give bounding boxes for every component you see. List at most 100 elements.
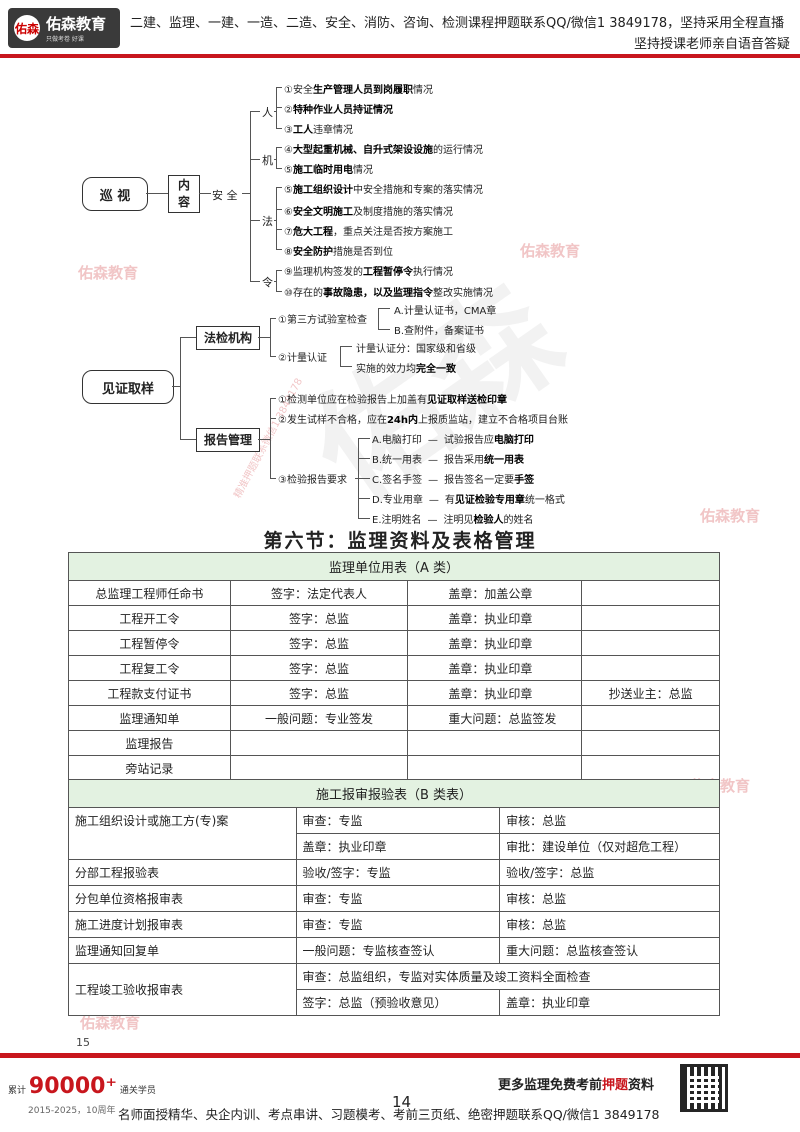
table-cell: 工程复工令 <box>68 655 231 681</box>
header-line-1: 二建、监理、一建、一造、二造、安全、消防、咨询、检测课程押题联系QQ/微信1 3… <box>130 16 785 31</box>
table-cell <box>581 605 720 631</box>
table-cell: 审核：总监 <box>499 885 720 912</box>
table-cell: 盖章：执业印章 <box>499 989 720 1016</box>
table-row: 总监理工程师任命书签字：法定代表人盖章：加盖公章 <box>68 580 720 606</box>
table-cell <box>229 755 409 781</box>
table-cell: 工程竣工验收报审表 <box>68 963 297 1016</box>
node-fajian: 法检机构 <box>196 326 260 350</box>
table-b: 施工报审报验表（B 类表） 施工组织设计或施工方(专)案审查：专监审核：总监盖章… <box>68 779 721 1016</box>
requirement-item: A.电脑打印—试验报告应电脑打印 <box>372 435 534 446</box>
watermark-brand: 佑森教育 <box>700 507 761 525</box>
table-cell: 签字：总监 <box>229 655 409 681</box>
table-row: 工程复工令签字：总监盖章：执业印章 <box>68 655 720 681</box>
xunshi-item: ⑥安全文明施工及制度措施的落实情况 <box>284 207 453 218</box>
fj-item-2b: 实施的效力均完全一致 <box>356 364 456 375</box>
inner-page-number: 15 <box>76 1036 90 1049</box>
table-cell: 总监理工程师任命书 <box>68 580 231 606</box>
header-divider <box>0 54 800 58</box>
node-content: 内 容 <box>168 175 200 213</box>
qr-code-icon[interactable] <box>680 1064 728 1112</box>
table-cell: 监理报告 <box>68 730 231 756</box>
watermark-brand: 佑森教育 <box>78 264 139 282</box>
table-cell <box>581 730 720 756</box>
table-cell: 验收/签字：总监 <box>499 859 720 886</box>
table-cell: 分包单位资格报审表 <box>68 885 297 912</box>
table-a-title: 监理单位用表（A 类） <box>68 552 720 581</box>
fj-item-1b: B.查附件，备案证书 <box>394 326 485 337</box>
table-cell: 重大问题：总监核查签认 <box>499 937 720 964</box>
table-row: 监理通知回复单一般问题：专监核查签认重大问题：总监核查签认 <box>68 937 720 964</box>
table-cell: 盖章：执业印章 <box>295 833 501 860</box>
logo-sub: 只做考卷 好课 <box>46 36 84 43</box>
table-cell: 签字：法定代表人 <box>229 580 409 606</box>
table-cell <box>581 580 720 606</box>
node-anquan: 安 全 <box>212 189 238 202</box>
xunshi-item: ⑤施工组织设计中安全措施和专案的落实情况 <box>284 185 483 196</box>
fj-item-2: ②计量认证 <box>278 353 327 364</box>
header-logo: 佑森 佑森教育 只做考卷 好课 <box>8 8 120 48</box>
footer-more: 更多监理免费考前押题资料 <box>498 1078 655 1093</box>
fj-item-1a: A.计量认证书，CMA章 <box>394 306 497 317</box>
footer-divider <box>0 1053 800 1058</box>
table-cell: 工程开工令 <box>68 605 231 631</box>
table-cell: 盖章：执业印章 <box>407 605 583 631</box>
requirement-item: E.注明姓名—注明见检验人的姓名 <box>372 515 534 526</box>
node-baogao: 报告管理 <box>196 428 260 452</box>
node-ling: 令 <box>262 276 273 289</box>
table-cell: 签字：总监（预验收意见） <box>295 989 501 1016</box>
xunshi-item: ⑨监理机构签发的工程暂停令执行情况 <box>284 267 453 278</box>
fj-item-2a: 计量认证分：国家级和省级 <box>356 344 476 355</box>
table-cell: 重大问题：总监签发 <box>407 705 583 731</box>
xunshi-item: ③工人违章情况 <box>284 125 353 136</box>
node-jianzheng: 见证取样 <box>82 370 174 404</box>
xunshi-item: ④大型起重机械、自升式架设设施的运行情况 <box>284 145 483 156</box>
table-row: 分包单位资格报审表审查：专监审核：总监 <box>68 885 720 912</box>
section-title: 第六节：监理资料及表格管理 <box>263 530 537 552</box>
table-cell: 工程款支付证书 <box>68 680 231 706</box>
node-ji: 机 <box>262 154 273 167</box>
table-row: 工程暂停令签字：总监盖章：执业印章 <box>68 630 720 656</box>
requirement-item: B.统一用表—报告采用统一用表 <box>372 455 525 466</box>
table-cell: 一般问题：专业签发 <box>229 705 409 731</box>
table-cell: 审核：总监 <box>499 911 720 938</box>
table-cell: 工程暂停令 <box>68 630 231 656</box>
node-fa: 法 <box>262 215 273 228</box>
table-cell <box>581 755 720 781</box>
requirement-item: C.签名手签—报告签名一定要手签 <box>372 475 535 486</box>
table-cell: 审查：专监 <box>295 885 501 912</box>
node-ren: 人 <box>262 106 273 119</box>
table-cell <box>407 730 583 756</box>
fj-item-1: ①第三方试验室检查 <box>278 315 367 326</box>
footer-page-number: 14 <box>392 1093 412 1111</box>
table-cell <box>229 730 409 756</box>
bg-item-1: ①检测单位应在检验报告上加盖有见证取样送检印章 <box>278 395 507 406</box>
table-cell <box>581 705 720 731</box>
table-cell: 审查：专监 <box>295 807 501 834</box>
table-cell: 监理通知单 <box>68 705 231 731</box>
xunshi-item: ②特种作业人员持证情况 <box>284 105 393 116</box>
table-cell: 旁站记录 <box>68 755 231 781</box>
requirement-item: D.专业用章—有见证检验专用章统一格式 <box>372 495 565 506</box>
footer-count: 累计 90000⁺ 通关学员 <box>8 1074 156 1099</box>
xunshi-item: ⑤施工临时用电情况 <box>284 165 373 176</box>
table-cell <box>581 630 720 656</box>
table-row: 施工组织设计或施工方(专)案审查：专监审核：总监 <box>68 807 720 860</box>
connector-line <box>358 518 370 519</box>
table-cell: 审查：总监组织，专监对实体质量及竣工资料全面检查 <box>295 963 721 990</box>
connector-line <box>358 498 370 499</box>
table-cell: 抄送业主：总监 <box>581 680 720 706</box>
table-cell <box>581 655 720 681</box>
table-cell: 施工组织设计或施工方(专)案 <box>68 807 297 860</box>
footer-line: 名师面授精华、央企内训、考点串讲、习题模考、考前三页纸、绝密押题联系QQ/微信1… <box>118 1107 660 1122</box>
table-cell: 签字：总监 <box>229 680 409 706</box>
xunshi-item: ⑦危大工程，重点关注是否按方案施工 <box>284 227 453 238</box>
bg-item-3: ③检验报告要求 <box>278 475 347 486</box>
table-row: 分部工程报验表验收/签字：专监验收/签字：总监 <box>68 859 720 886</box>
table-cell: 签字：总监 <box>229 630 409 656</box>
table-cell: 审查：专监 <box>295 911 501 938</box>
watermark-brand: 佑森教育 <box>520 242 581 260</box>
bg-item-2: ②发生试样不合格，应在24h内上报质监站，建立不合格项目台账 <box>278 415 569 426</box>
table-a: 监理单位用表（A 类） 总监理工程师任命书签字：法定代表人盖章：加盖公章工程开工… <box>68 552 720 781</box>
table-row: 施工进度计划报审表审查：专监审核：总监 <box>68 911 720 938</box>
table-row: 签字：总监（预验收意见）盖章：执业印章 <box>69 989 720 1016</box>
